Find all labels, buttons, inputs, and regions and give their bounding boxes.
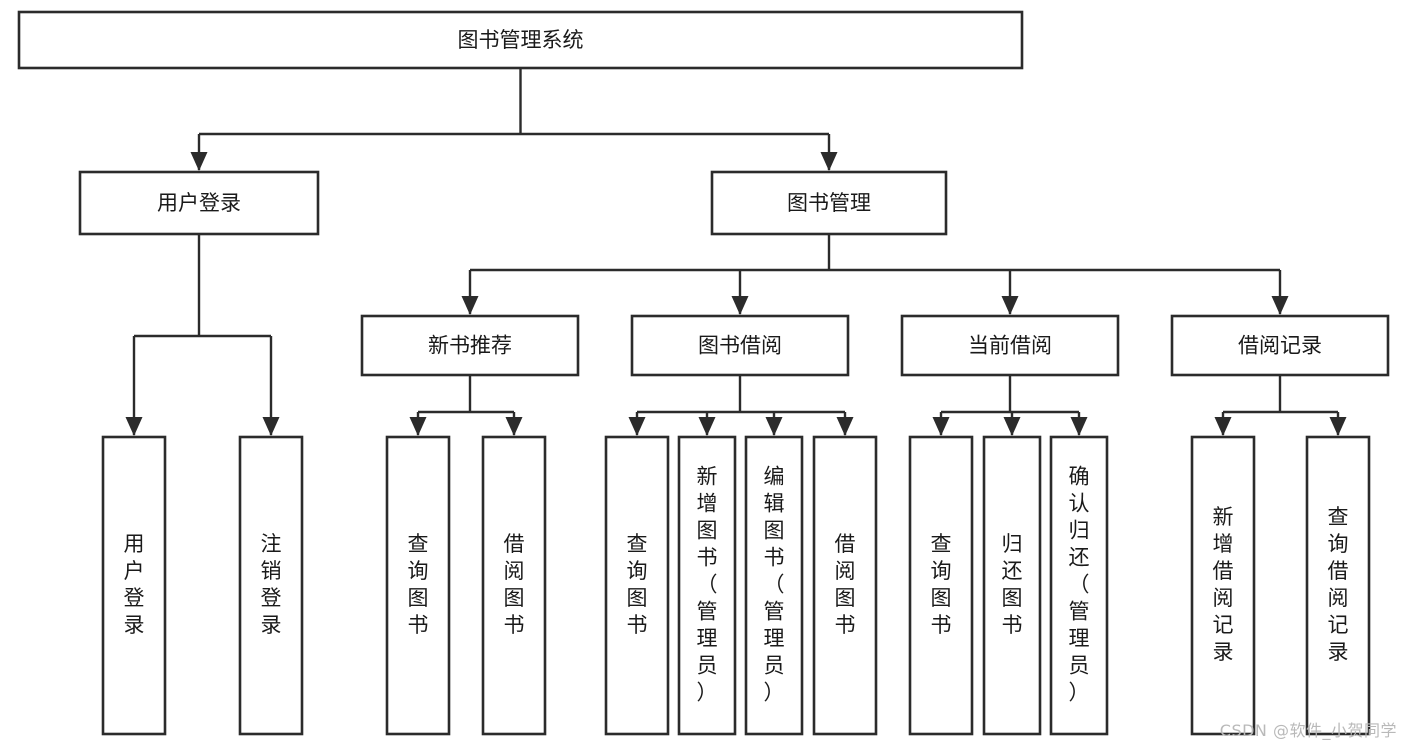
arrow-head-icon — [836, 417, 854, 436]
node-label: 图书管理系统 — [458, 28, 584, 52]
node-box — [238, 435, 304, 736]
node-box — [812, 435, 878, 736]
node-box — [744, 435, 804, 736]
node-leaf-query-book-2[interactable]: 查询图书 — [604, 435, 670, 736]
node-label: 注销登录 — [261, 532, 282, 637]
node-leaf-edit-book[interactable]: 编辑图书（管理员） — [744, 435, 804, 736]
arrow-head-icon — [1003, 417, 1021, 436]
node-new-book-rec[interactable]: 新书推荐 — [360, 314, 580, 377]
node-label: 借阅图书 — [504, 532, 525, 637]
node-leaf-query-book-3[interactable]: 查询图书 — [908, 435, 974, 736]
node-leaf-user-login[interactable]: 用户登录 — [101, 435, 167, 736]
node-leaf-borrow-book-1[interactable]: 借阅图书 — [481, 435, 547, 736]
node-box — [1305, 435, 1371, 736]
node-root-图书管理系统[interactable]: 图书管理系统 — [17, 10, 1024, 70]
node-box — [710, 170, 948, 236]
node-box — [17, 10, 1024, 70]
arrow-head-icon — [731, 296, 749, 315]
arrow-head-icon — [1329, 417, 1347, 436]
arrow-head-icon — [1001, 296, 1019, 315]
node-label: 当前借阅 — [968, 334, 1052, 358]
node-box — [630, 314, 850, 377]
node-box — [1170, 314, 1390, 377]
node-label: 查询图书 — [408, 532, 429, 637]
node-box — [101, 435, 167, 736]
node-leaf-user-logout[interactable]: 注销登录 — [238, 435, 304, 736]
node-box — [481, 435, 547, 736]
arrow-head-icon — [1271, 296, 1289, 315]
arrow-head-icon — [765, 417, 783, 436]
node-borrow-record[interactable]: 借阅记录 — [1170, 314, 1390, 377]
node-label: 新增图书（管理员） — [697, 465, 718, 705]
node-label: 查询图书 — [931, 532, 952, 637]
node-label: 借阅图书 — [835, 532, 856, 637]
node-box — [1049, 435, 1109, 736]
arrow-head-icon — [262, 417, 280, 436]
node-leaf-add-record[interactable]: 新增借阅记录 — [1190, 435, 1256, 736]
node-label: 用户登录 — [157, 191, 241, 215]
watermark-text: CSDN @软件_小贺同学 — [1219, 721, 1397, 740]
arrow-head-icon — [409, 417, 427, 436]
node-label: 归还图书 — [1002, 532, 1023, 637]
node-label: 借阅记录 — [1238, 334, 1322, 358]
node-label: 确认归还（管理员） — [1069, 465, 1090, 705]
node-leaf-confirm-return[interactable]: 确认归还（管理员） — [1049, 435, 1109, 736]
node-label: 查询借阅记录 — [1328, 505, 1349, 664]
node-box — [677, 435, 737, 736]
node-label: 编辑图书（管理员） — [764, 465, 785, 705]
node-label: 新增借阅记录 — [1213, 505, 1234, 664]
node-box — [78, 170, 320, 236]
node-leaf-query-record[interactable]: 查询借阅记录 — [1305, 435, 1371, 736]
node-label: 新书推荐 — [428, 334, 512, 358]
arrow-head-icon — [461, 296, 479, 315]
arrow-head-icon — [698, 417, 716, 436]
arrow-head-icon — [190, 152, 208, 171]
node-box — [604, 435, 670, 736]
arrow-head-icon — [505, 417, 523, 436]
node-label: 用户登录 — [124, 532, 145, 637]
node-current-borrow[interactable]: 当前借阅 — [900, 314, 1120, 377]
node-label: 图书管理 — [787, 191, 871, 215]
node-user-login[interactable]: 用户登录 — [78, 170, 320, 236]
node-box — [360, 314, 580, 377]
node-book-manage[interactable]: 图书管理 — [710, 170, 948, 236]
node-leaf-add-book[interactable]: 新增图书（管理员） — [677, 435, 737, 736]
node-leaf-borrow-book-2[interactable]: 借阅图书 — [812, 435, 878, 736]
arrow-head-icon — [125, 417, 143, 436]
node-leaf-query-book-1[interactable]: 查询图书 — [385, 435, 451, 736]
node-box — [385, 435, 451, 736]
arrow-head-icon — [932, 417, 950, 436]
node-label: 图书借阅 — [698, 334, 782, 358]
arrow-head-icon — [1214, 417, 1232, 436]
node-box — [900, 314, 1120, 377]
arrow-head-icon — [628, 417, 646, 436]
node-leaf-return-book[interactable]: 归还图书 — [982, 435, 1042, 736]
node-box — [1190, 435, 1256, 736]
arrow-head-icon — [820, 152, 838, 171]
node-box — [908, 435, 974, 736]
arrow-head-icon — [1070, 417, 1088, 436]
node-label: 查询图书 — [627, 532, 648, 637]
node-box — [982, 435, 1042, 736]
node-book-borrow[interactable]: 图书借阅 — [630, 314, 850, 377]
